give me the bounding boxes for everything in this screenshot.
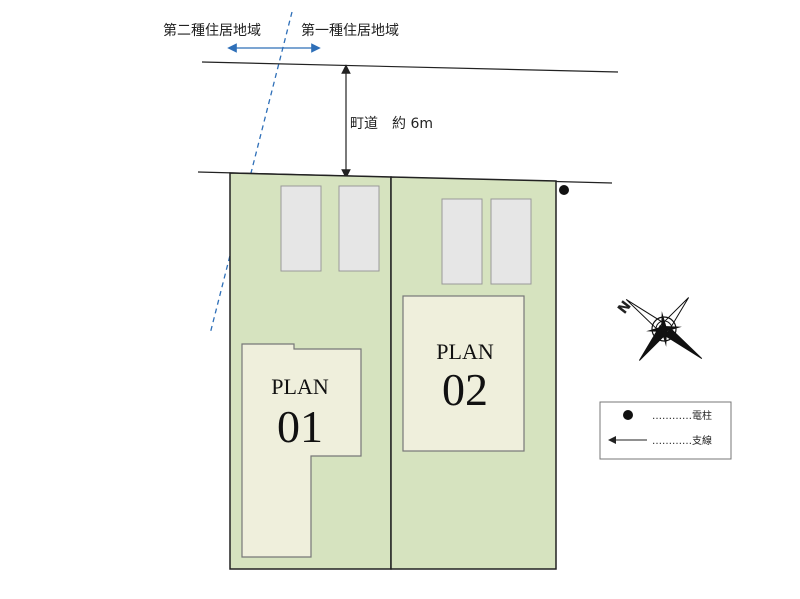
road-far-edge: [201, 61, 619, 73]
compass-icon: [625, 297, 703, 361]
zone-left-label: 第二種住居地域: [163, 22, 261, 39]
house-plan-01: [241, 343, 362, 558]
house-plan-02: [402, 295, 525, 452]
parking-space: [490, 198, 532, 285]
parking-space: [280, 185, 322, 272]
zone-right-label: 第一種住居地域: [301, 22, 399, 39]
compass-north-letter: N: [615, 298, 635, 317]
parking-space: [338, 185, 380, 272]
road-label: 町道 約 6m: [350, 116, 433, 132]
parking-space: [441, 198, 483, 285]
legend-item-pole: …………電柱: [652, 409, 712, 422]
plan-01-word: PLAN: [271, 374, 329, 399]
legend-dot-icon: [623, 410, 633, 420]
legend-item-guy-wire: …………支線: [652, 434, 712, 447]
plan-01-number: 01: [277, 401, 323, 452]
plan-02-word: PLAN: [436, 339, 494, 364]
utility-pole-icon: [559, 185, 569, 195]
legend-box: [599, 401, 732, 460]
plan-02-number: 02: [442, 364, 488, 415]
